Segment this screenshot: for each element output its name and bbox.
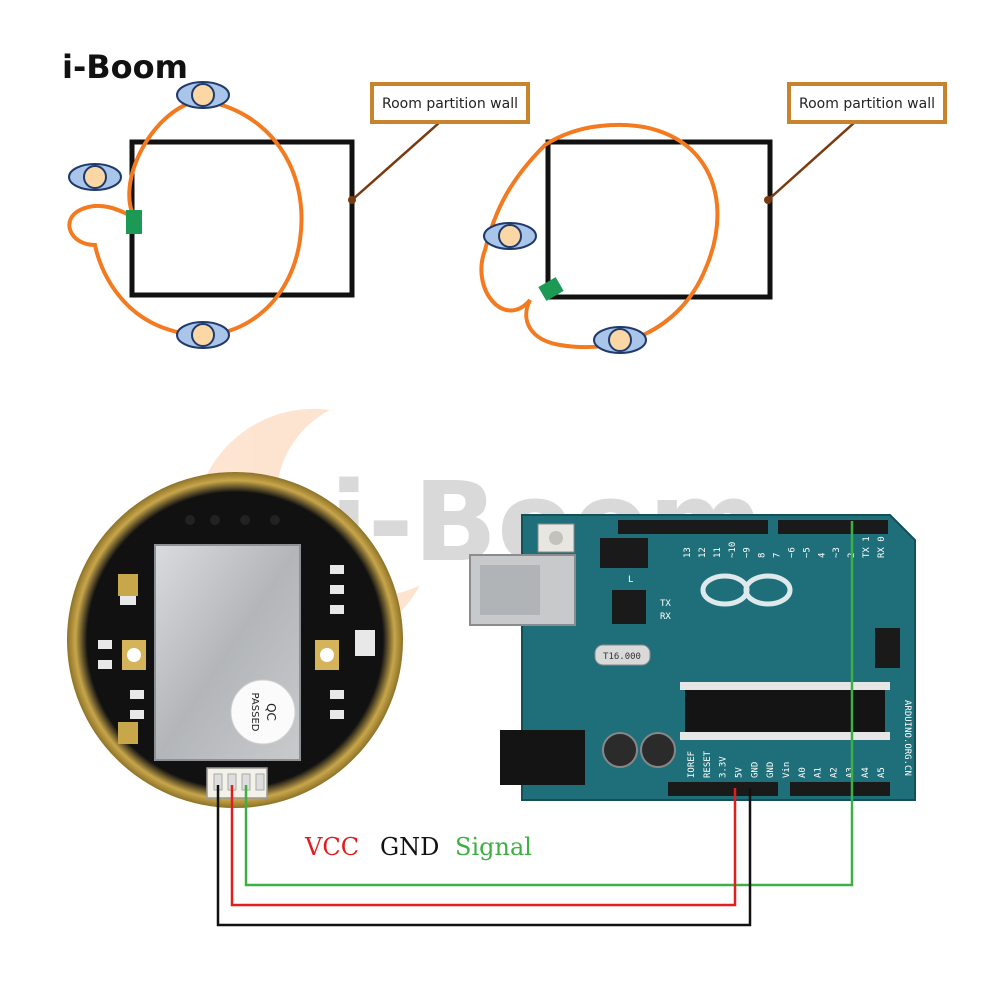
room-outline (129, 139, 355, 298)
detection-range (67, 97, 304, 338)
arduino-logo-icon (700, 573, 793, 607)
signal-label: Signal (455, 833, 532, 861)
pin-label: Vin (782, 762, 792, 778)
atmega-chip (685, 690, 885, 732)
tx-led-label: TX (660, 599, 671, 609)
person-icon (68, 163, 122, 191)
pin-label: ~10 (728, 542, 738, 558)
vcc-label: VCC (304, 833, 359, 861)
sticker-line2: PASSED (249, 693, 260, 732)
digital-header-right (778, 520, 888, 534)
callout-leader (767, 121, 856, 201)
pin-label: 12 (698, 547, 708, 558)
callout-leader (351, 121, 441, 201)
crystal-label: T16.000 (603, 652, 641, 662)
mount-hole (320, 648, 334, 662)
crystal (594, 644, 651, 666)
vcc-wire (230, 785, 737, 907)
usb-chip (612, 590, 646, 624)
icsp-header (600, 538, 648, 568)
pin-label: 5V (735, 767, 745, 778)
capacitor (640, 732, 676, 768)
callout-box (787, 82, 947, 124)
room-diagram-right: Room partition wall (479, 82, 947, 354)
sensor-marker (126, 210, 142, 234)
callout-dot (348, 196, 356, 204)
gnd-wire (216, 785, 752, 927)
mount-hole (127, 648, 141, 662)
usb-port-inner (480, 565, 540, 615)
capacitor (602, 732, 638, 768)
room-diagram-left: Room partition wall (67, 81, 530, 349)
pin-label: A3 (845, 767, 855, 778)
pin-label: ~6 (787, 547, 797, 558)
pin-label: ~9 (743, 547, 753, 558)
chip-socket (680, 682, 890, 690)
pin-label: A2 (830, 767, 840, 778)
pin-label: GND (750, 762, 760, 778)
person-icon (176, 81, 230, 109)
pin-label: A5 (877, 767, 887, 778)
pin-label: 7 (773, 553, 783, 558)
pin-label: IOREF (687, 751, 697, 778)
pin-label: TX 1 (862, 536, 872, 558)
pin-label: 4 (817, 553, 827, 558)
l-led-label: L (628, 575, 633, 585)
pin-label: A0 (798, 767, 808, 778)
sensor-marker (538, 277, 564, 301)
callout-text: Room partition wall (799, 96, 935, 112)
pin-label: 3.3V (719, 756, 729, 778)
callout-text: Room partition wall (382, 96, 518, 112)
pin-label: 8 (758, 553, 768, 558)
pin-label: A1 (814, 767, 824, 778)
person-icon (176, 321, 230, 349)
person-icon (483, 222, 537, 250)
pin-label: RX 0 (877, 536, 887, 558)
radar-sensor-module: QC PASSED (67, 472, 403, 808)
qc-sticker: QC PASSED (230, 679, 296, 745)
rx-led-label: RX (660, 612, 671, 622)
chip-socket (680, 732, 890, 740)
wire-legend: VCC GND Signal (304, 833, 532, 861)
logo-text: i-Boom (62, 48, 188, 86)
person-icon (593, 326, 647, 354)
brand-logo: i-Boom (43, 36, 188, 104)
pin-label: RESET (703, 750, 713, 778)
capacitor (118, 722, 138, 744)
callout-dot (764, 196, 772, 204)
pin-label: ~3 (832, 547, 842, 558)
room-outline (545, 139, 773, 300)
detection-range (479, 122, 720, 350)
capacitor (118, 574, 138, 596)
icsp-header (875, 628, 900, 668)
power-pin-labels: IOREF RESET 3.3V 5V GND GND Vin A0 A1 A2 A3 A4 A5 (687, 750, 887, 778)
reset-button-cap (549, 531, 563, 545)
pin-label: ~5 (802, 547, 812, 558)
pin-label: A4 (861, 767, 871, 778)
digital-header-left (618, 520, 768, 534)
power-header (668, 782, 778, 796)
sticker-line1: QC (264, 703, 278, 721)
pin-label: 11 (713, 547, 723, 558)
analog-header (790, 782, 890, 796)
pin-label: GND (766, 762, 776, 778)
signal-wire (244, 521, 854, 887)
gnd-label: GND (380, 833, 439, 861)
callout-box (370, 82, 530, 124)
dc-jack (500, 730, 585, 785)
pin-label: 13 (683, 547, 693, 558)
board-side-text: ARDUINO.ORG.CN (902, 700, 912, 776)
wiring (216, 521, 854, 927)
